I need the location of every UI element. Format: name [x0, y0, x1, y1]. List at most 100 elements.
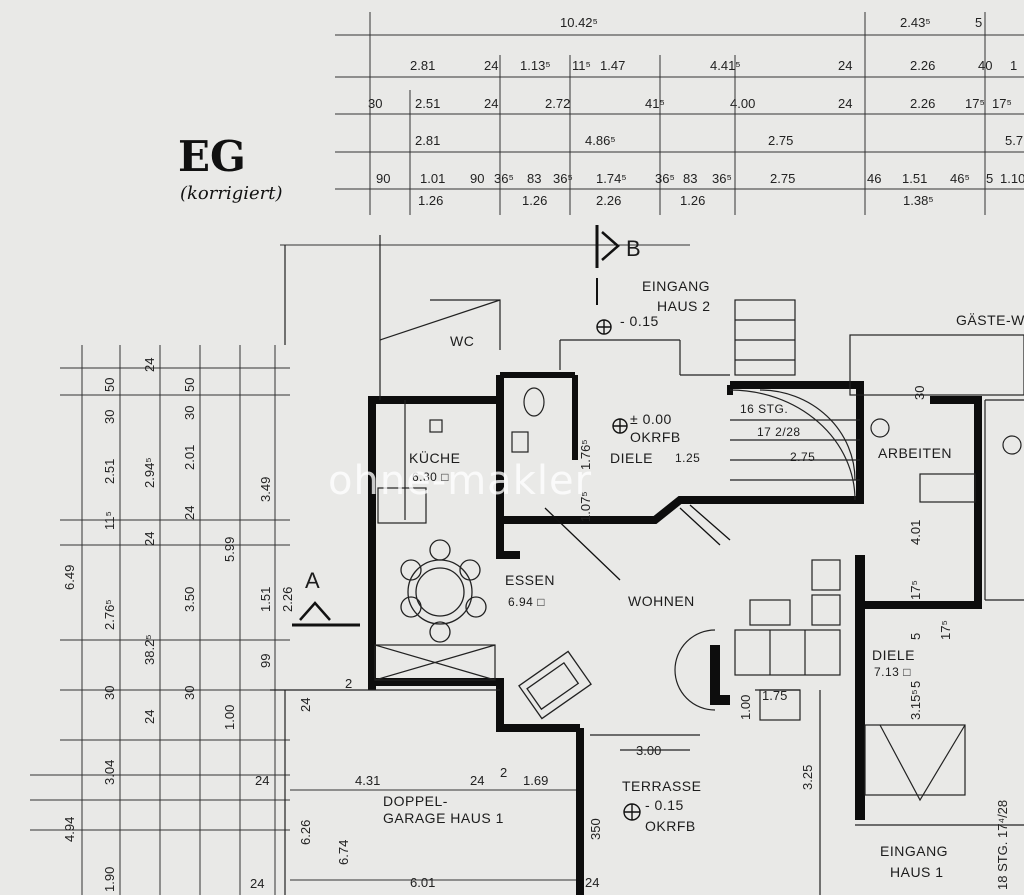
inner-dim: 350 [588, 818, 603, 840]
level-label-terrasse: - 0.15 [645, 797, 684, 813]
inner-dim: 5 [908, 632, 923, 640]
top-dim: 41⁵ [645, 96, 665, 111]
inner-dim: 2 [500, 765, 508, 780]
room-label-haus2: HAUS 2 [657, 298, 711, 314]
top-dim: 5.7 [1005, 133, 1024, 148]
room-label-garage2: GARAGE HAUS 1 [383, 810, 504, 826]
left-dim: 30 [182, 405, 197, 420]
top-dim: 5 [986, 171, 994, 186]
inner-dim: 4.31 [355, 773, 381, 788]
section-mark-b [595, 225, 620, 305]
left-dim: 1.51 [258, 586, 273, 612]
walls [368, 372, 982, 895]
top-dim: 1 [1010, 58, 1018, 73]
left-dim: 50 [102, 377, 117, 392]
top-dim: 24 [838, 96, 853, 111]
left-dim: 2.01 [182, 444, 197, 470]
room-diele-upper-dim: 1.25 [675, 451, 701, 465]
level-markers [596, 319, 641, 821]
top-dim: 2.26 [910, 58, 936, 73]
thin-lines [270, 235, 1024, 895]
top-dim: 11⁵ [572, 58, 591, 73]
left-dim: 2.76⁵ [102, 599, 117, 630]
inner-dim: 24 [255, 773, 270, 788]
top-dim: 5 [975, 15, 983, 30]
top-dim: 4.00 [730, 96, 756, 111]
left-dim: 2.26 [280, 586, 295, 612]
top-dim: 2.81 [410, 58, 436, 73]
section-mark-a [292, 601, 360, 627]
top-dim: 17⁵ [965, 96, 985, 111]
inner-dim: 1.69 [523, 773, 549, 788]
top-dim: 2.75 [768, 133, 794, 148]
stair-label-haus1: 18 STG. 17⁴/28 [995, 799, 1010, 890]
top-dim: 1.26 [680, 193, 706, 208]
room-area-diele: 7.13 □ [874, 665, 911, 679]
top-dim: 83 [683, 171, 698, 186]
top-dim: 30 [368, 96, 383, 111]
top-dim: 2.72 [545, 96, 571, 111]
left-dim: 3.49 [258, 476, 273, 502]
left-dim: 30 [102, 409, 117, 424]
left-dim: 99 [258, 653, 273, 668]
left-dim: 50 [182, 377, 197, 392]
top-dim: 36⁵ [712, 171, 732, 186]
stair-dim: 2.75 [790, 450, 816, 464]
top-dim: 1.74⁵ [596, 171, 627, 186]
level-label-top: - 0.15 [620, 313, 659, 329]
top-dim: 1.26 [522, 193, 548, 208]
room-label-arbeiten: ARBEITEN [878, 445, 953, 461]
top-dim: 36⁵ [553, 171, 573, 186]
inner-dim: 5 [908, 680, 923, 688]
left-dim: 2.94⁵ [142, 457, 157, 488]
room-label-garage: DOPPEL- [383, 793, 448, 809]
floor-heading: EG [178, 132, 246, 181]
top-dim: 1.26 [418, 193, 444, 208]
inner-dim: 2 [345, 676, 353, 691]
left-dim: 24 [182, 505, 197, 520]
top-dim: 2.26 [910, 96, 936, 111]
top-dim: 2.51 [415, 96, 441, 111]
top-dim: 2.75 [770, 171, 796, 186]
left-dim: 1.90 [102, 866, 117, 892]
room-label-terrasse: TERRASSE [622, 778, 702, 794]
essen-table [400, 539, 487, 643]
inner-dim: 24 [250, 876, 265, 891]
top-dim: 40 [978, 58, 993, 73]
top-dim: 36⁵ [494, 171, 514, 186]
room-area-kueche: 6.30 □ [412, 470, 449, 484]
inner-dim: 17⁵ [908, 580, 923, 600]
room-label-wohnen: WOHNEN [628, 593, 695, 609]
floor-heading-note: (korrigiert) [180, 183, 283, 204]
top-dim: 36⁵ [655, 171, 675, 186]
room-label-wc: WC [450, 333, 475, 349]
top-dim: 1.51 [902, 171, 928, 186]
top-dim: 1.38⁵ [903, 193, 934, 208]
left-dim: 4.94 [62, 816, 77, 842]
room-label-kueche: KÜCHE [409, 450, 461, 466]
inner-dim: 6.74 [336, 839, 351, 865]
top-dim: 46 [867, 171, 882, 186]
inner-dim: 24 [298, 697, 313, 712]
room-label-eingang1: EINGANG [880, 843, 949, 859]
room-area-essen: 6.94 □ [508, 595, 545, 609]
inner-dim: 1.00 [738, 694, 753, 720]
diagonal-hatch [544, 504, 731, 581]
inner-dim: 6.26 [298, 819, 313, 845]
left-dim: 30 [182, 685, 197, 700]
left-dim: 11⁵ [102, 511, 117, 530]
stair-ratio: 17 2/28 [757, 425, 801, 439]
level-okrfb-terrasse: OKRFB [645, 818, 696, 834]
top-dim: 1.47 [600, 58, 626, 73]
section-label-b: B [626, 236, 642, 261]
left-dim: 24 [142, 531, 157, 546]
inner-dim: 3.25 [800, 764, 815, 790]
top-dim: 83 [527, 171, 542, 186]
dimension-lines [30, 12, 1024, 895]
left-dim: 2.51 [102, 458, 117, 484]
inner-dim: 6.01 [410, 875, 436, 890]
inner-dim: 3.15⁵ [908, 689, 923, 720]
top-dim: 24 [484, 58, 499, 73]
inner-dim: 17⁵ [938, 620, 953, 640]
